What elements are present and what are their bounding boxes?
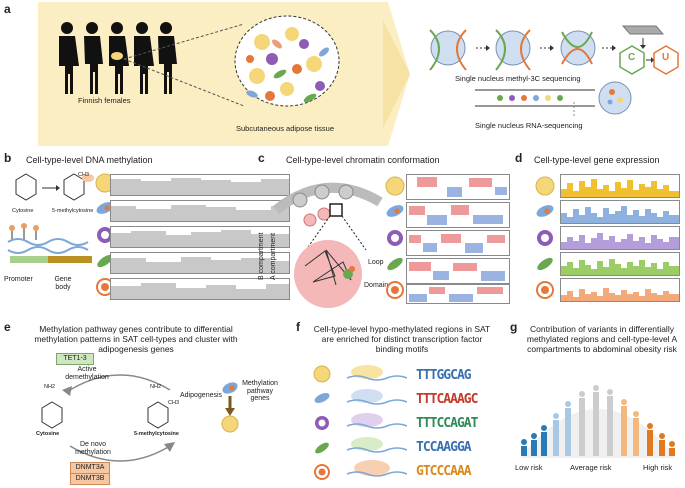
- panel-label-d: d: [515, 151, 523, 165]
- panel-label-b: b: [4, 151, 12, 165]
- cytosine-letter: C: [628, 52, 636, 63]
- average-risk-label: Average risk: [570, 463, 612, 472]
- panel-label-g: g: [510, 320, 518, 334]
- compartment-track-orange: [406, 284, 510, 304]
- gene-body-label: Gene body: [54, 276, 72, 291]
- expression-track-green: [560, 252, 680, 276]
- nucleus-chromatin-icon: [272, 182, 383, 308]
- risk-distribution-icon: [520, 385, 676, 458]
- panel-label-e: e: [4, 320, 11, 334]
- domain-label: Domain: [364, 282, 389, 289]
- high-risk-label: High risk: [643, 463, 673, 472]
- a-compartment-label: A compartment: [270, 232, 277, 280]
- cohort-label: Finnish females: [78, 96, 131, 105]
- panel-e-title: Methylation pathway genes contribute to …: [34, 324, 238, 355]
- compartment-track-adipocyte: [406, 174, 510, 200]
- methylation-track-green: [110, 252, 290, 274]
- b-methylcytosine-label: 5-methylcytosine: [52, 208, 94, 214]
- methylation-track-orange: [110, 278, 290, 300]
- panel-label-c: c: [258, 151, 265, 165]
- e-ch3-label: CH3: [168, 400, 180, 406]
- panel-f-title: Cell-type-level hypo-methylated regions …: [313, 324, 491, 355]
- compartment-track-blue: [406, 202, 510, 228]
- e-methylcytosine-label: 5-methylcytosine: [134, 431, 179, 437]
- compartment-track-green: [406, 258, 510, 284]
- e-nh2-label-2: NH2: [150, 384, 162, 390]
- panel-g-title: Contribution of variants in differential…: [526, 324, 678, 355]
- panel-b-cell-icons: [95, 173, 115, 296]
- promoter-label: Promoter: [4, 276, 33, 283]
- panel-label-a: a: [4, 2, 11, 16]
- uracil-letter: U: [662, 52, 670, 63]
- methylation-track-blue: [110, 200, 290, 222]
- expression-track-orange: [560, 278, 680, 302]
- motif-logo-1: TTTGGCAG: [416, 368, 472, 383]
- panel-d-title: Cell-type-level gene expression: [534, 155, 660, 165]
- dnmt3b-box: DNMT3B: [70, 473, 110, 485]
- methylation-cycle-diagram: [41, 374, 175, 462]
- active-demethylation-label: Active demethylation: [65, 366, 109, 382]
- panel-c-title: Cell-type-level chromatin conformation: [286, 155, 440, 165]
- b-cytosine-label: Cytosine: [12, 208, 34, 214]
- adipogenesis-label: Adipogenesis: [180, 392, 223, 399]
- methylation-track-adipocyte: [110, 174, 290, 196]
- adipogenesis-icon: [221, 382, 239, 433]
- expression-track-purple: [560, 226, 680, 250]
- zoom-lines: [123, 23, 245, 107]
- panel-c-cell-icons: [385, 176, 405, 299]
- pathway-genes-label: Methylation pathway genes: [242, 380, 278, 403]
- panel-d-cell-icons: [535, 176, 555, 299]
- adipose-tissue-icon: [234, 15, 340, 107]
- motif-logo-4: TCCAAGGA: [416, 440, 472, 455]
- motif-logo-3: TTTCCAGAT: [416, 416, 478, 431]
- dna-gene-icon: [7, 223, 92, 263]
- b-compartment-label: B compartment: [258, 232, 265, 280]
- loop-label: Loop: [368, 259, 384, 266]
- panel-b-title: Cell-type-level DNA methylation: [26, 155, 153, 165]
- methylation-track-purple: [110, 226, 290, 248]
- e-cytosine-label: Cytosine: [36, 431, 60, 437]
- motif-logo-2: TTTCAAAGC: [416, 392, 478, 407]
- motif-logo-5: GTCCCAAA: [416, 464, 472, 479]
- cytosine-structures-icon: [15, 173, 94, 201]
- rnaseq-label: Single nucleus RNA-sequencing: [475, 121, 583, 130]
- women-silhouettes-icon: [59, 22, 177, 94]
- de-novo-label: De novo methylation: [75, 441, 111, 456]
- panel-f-tf-binding-icons: [313, 365, 408, 480]
- methyl3c-workflow: [429, 25, 665, 71]
- compartment-track-purple: [406, 230, 510, 256]
- e-nh2-label: NH2: [44, 384, 56, 390]
- expression-track-blue: [560, 200, 680, 224]
- tet-box: TET1-3: [56, 353, 94, 365]
- methyl3c-label: Single nucleus methyl-3C sequencing: [455, 74, 581, 83]
- tissue-label: Subcutaneous adipose tissue: [236, 124, 334, 133]
- c-to-u-conversion: [619, 45, 679, 75]
- b-ch3-label: CH3: [78, 172, 90, 178]
- low-risk-label: Low risk: [515, 463, 543, 472]
- rnaseq-workflow: [475, 81, 632, 116]
- panel-label-f: f: [296, 320, 300, 334]
- expression-track-adipocyte: [560, 174, 680, 198]
